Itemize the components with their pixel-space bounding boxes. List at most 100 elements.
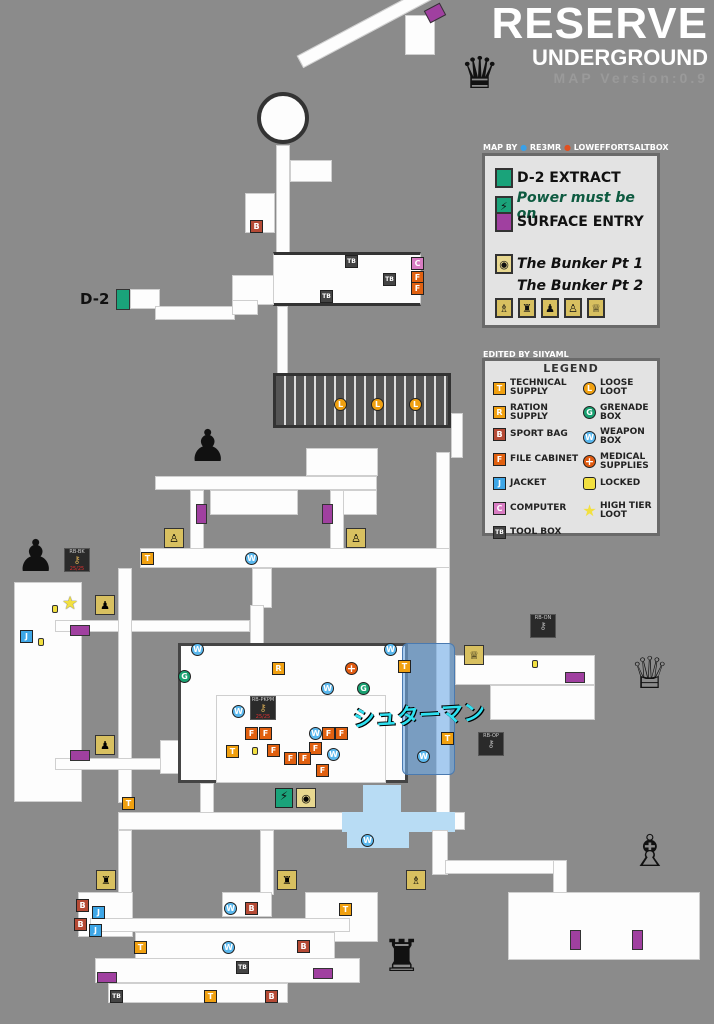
weapon-box-marker: W [321, 682, 334, 695]
key-label: The Bunker Pt 2 [517, 278, 644, 294]
corridor [155, 306, 235, 320]
legend-label: HIGH TIER LOOT [600, 500, 652, 520]
key-card-rb-pkpm: RB-PKPM⚷25/25 [250, 696, 276, 720]
legend-label: JACKET [510, 478, 547, 488]
surface-entry[interactable] [313, 968, 333, 979]
weapon-box-marker: W [361, 834, 374, 847]
surface-entry[interactable] [97, 972, 117, 983]
surface-entry[interactable] [632, 930, 643, 950]
pawn-icon: ♟ [188, 421, 228, 472]
technical-supply-marker: T [441, 732, 454, 745]
legend-swatch-medical: + [583, 455, 596, 468]
technical-supply-marker: T [339, 903, 352, 916]
loose-loot-marker: L [334, 398, 347, 411]
key-name: RB-ON [534, 615, 552, 621]
key-panel: D-2 EXTRACT ⚡Power must be on SURFACE EN… [482, 153, 660, 328]
tool-box-marker: TB [383, 273, 396, 286]
surface-entry-swatch [495, 212, 513, 232]
grenade-box-marker: G [178, 670, 191, 683]
surface-entry[interactable] [322, 504, 333, 524]
corridor [432, 830, 448, 875]
twitter-icon: ● [520, 143, 528, 152]
room [210, 490, 298, 515]
tool-box-marker: TB [236, 961, 249, 974]
file-cabinet-marker: F [245, 727, 258, 740]
corridor [140, 548, 450, 568]
bunker-marker-pawn: ♟ [95, 595, 115, 615]
king-crown-icon: ♛ [460, 48, 500, 99]
key-card-rb-bk: RB-BK⚷25/25 [64, 548, 90, 572]
medical-supplies-marker: + [345, 662, 358, 675]
twitter-handle: RE3MR [529, 143, 562, 152]
map-version: MAP Version:0.9 [553, 70, 708, 86]
power-switch-icon[interactable]: ⚡ [275, 788, 293, 808]
extract-label: D-2 [80, 290, 110, 308]
weapon-box-marker: W [384, 643, 397, 656]
tool-box-marker: TB [345, 255, 358, 268]
sport-bag-marker: B [74, 918, 87, 931]
ration-supply-marker: R [272, 662, 285, 675]
pawn-icon: ♙ [564, 298, 582, 318]
legend-swatch-R: R [493, 406, 506, 419]
surface-entry[interactable] [196, 504, 207, 524]
legend-label: RATION SUPPLY [510, 402, 548, 422]
legend-label: TECHNICAL SUPPLY [510, 378, 567, 397]
lit-hall [273, 373, 451, 428]
rook-icon: ♜ [518, 298, 536, 318]
weapon-box-marker: W [191, 643, 204, 656]
legend-swatch-W: W [583, 430, 596, 444]
rook-icon: ♜ [382, 931, 422, 982]
key-label: SURFACE ENTRY [517, 214, 644, 230]
bunker-marker-queen: ♕ [464, 645, 484, 665]
legend-label: WEAPON BOX [600, 427, 645, 446]
surface-entry[interactable] [70, 625, 90, 636]
file-cabinet-marker: F [309, 742, 322, 755]
locked-icon [252, 747, 258, 755]
legend-label: MEDICAL SUPPLIES [600, 451, 649, 471]
key-label: D-2 EXTRACT [517, 170, 621, 186]
file-cabinet-marker: F [267, 744, 280, 757]
legend-swatch-J: J [493, 477, 506, 490]
bunker-marker-pawn: ♟ [95, 735, 115, 755]
key-label: Power must be on [516, 190, 635, 222]
legend-item: ★HIGH TIER LOOT [582, 500, 659, 520]
legend-item: W WEAPON BOX [583, 428, 659, 446]
extract-swatch [495, 168, 513, 188]
weapon-box-marker: W [309, 727, 322, 740]
legend-item: + MEDICAL SUPPLIES [583, 451, 659, 471]
file-cabinet-marker: F [411, 282, 424, 295]
bunker-icon: ◉ [495, 254, 513, 274]
file-cabinet-marker: F [335, 727, 348, 740]
weapon-box-marker: W [417, 750, 430, 763]
key-icon: ⚷ [259, 703, 267, 714]
bunker-marker-pawn: ♙ [164, 528, 184, 548]
key-count: 25/25 [69, 566, 85, 572]
surface-entry[interactable] [70, 750, 90, 761]
sport-bag-marker: B [297, 940, 310, 953]
key-card-rb-op: RB-OP⚷ [478, 732, 504, 756]
pawn-icon: ♟ [16, 531, 56, 582]
pawn-icon: ♟ [541, 298, 559, 318]
legend-swatch-T: T [493, 381, 506, 395]
queen-icon: ♕ [630, 648, 670, 699]
surface-entry[interactable] [570, 930, 581, 950]
surface-entry[interactable] [565, 672, 585, 683]
jacket-marker: J [92, 906, 105, 919]
d2-extract-door[interactable] [116, 289, 130, 310]
corridor [553, 860, 567, 895]
queen-icon: ♕ [587, 298, 605, 318]
key-icon: ⚷ [539, 621, 547, 632]
room [108, 983, 288, 1003]
bishop-icon: ♗ [495, 298, 513, 318]
title-sub: UNDERGROUND [532, 45, 708, 70]
bunker-marker-rook: ♜ [96, 870, 116, 890]
corridor [252, 568, 272, 608]
weapon-box-marker: W [245, 552, 258, 565]
legend-swatch-L: L [583, 381, 596, 395]
